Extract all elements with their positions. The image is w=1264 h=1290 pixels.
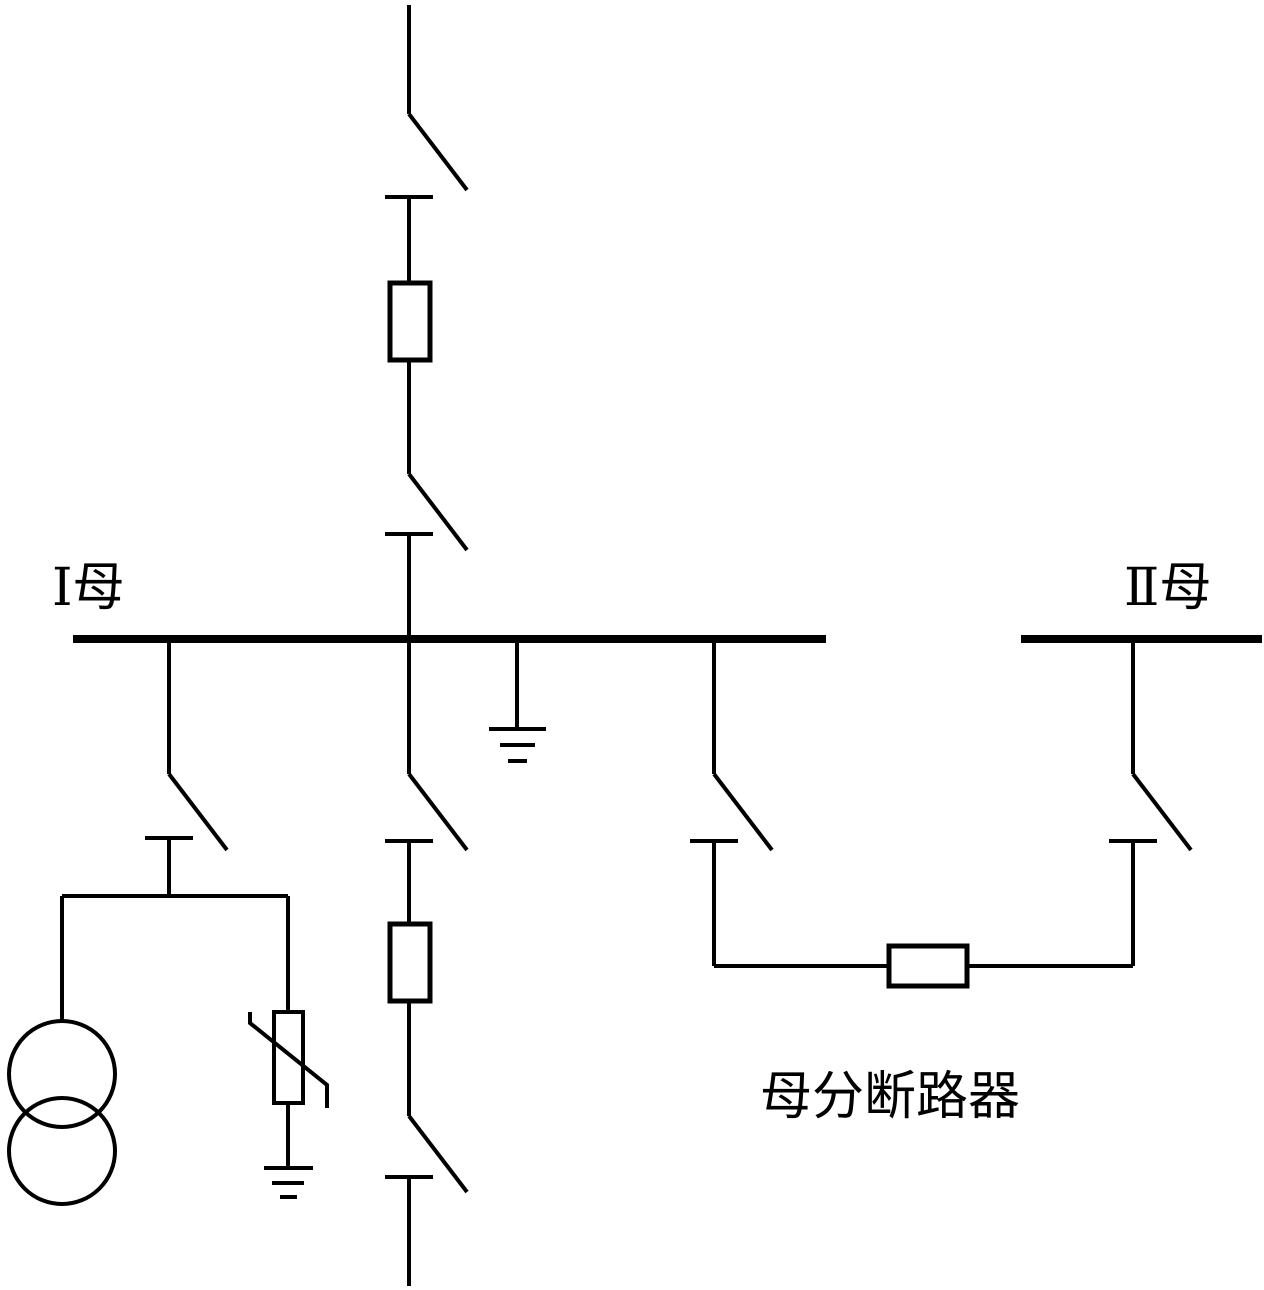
bus-tie-disconnector-2	[1109, 772, 1193, 852]
bus-tie-circuit-breaker	[886, 943, 970, 989]
surge-arrester-symbol	[248, 1010, 329, 1108]
incoming-circuit-breaker	[387, 280, 433, 363]
outgoing-feeder-bay	[385, 639, 469, 1286]
arrester-ground-symbol	[264, 1166, 313, 1199]
feeder-circuit-breaker	[387, 921, 433, 1004]
pt-disconnector-switch	[145, 772, 229, 852]
bus-tie-breaker-label: 母分断路器	[760, 1067, 1020, 1127]
incoming-line-bay	[385, 5, 469, 639]
feeder-bus-disconnector-switch	[385, 772, 469, 852]
bus-disconnector-switch-top	[385, 472, 469, 552]
bus-tie-disconnector-1	[690, 772, 774, 852]
feeder-line-disconnector-switch	[385, 1114, 469, 1194]
bus-ground-symbol	[489, 639, 546, 763]
line-disconnector-switch	[385, 112, 469, 199]
bus-2-label: Ⅱ母	[1124, 558, 1211, 618]
voltage-transformer-symbol	[7, 1019, 117, 1206]
bus-tie-bay	[690, 639, 1193, 989]
bus-1-label: Ⅰ母	[52, 558, 125, 618]
pt-arrester-bay	[7, 639, 329, 1206]
